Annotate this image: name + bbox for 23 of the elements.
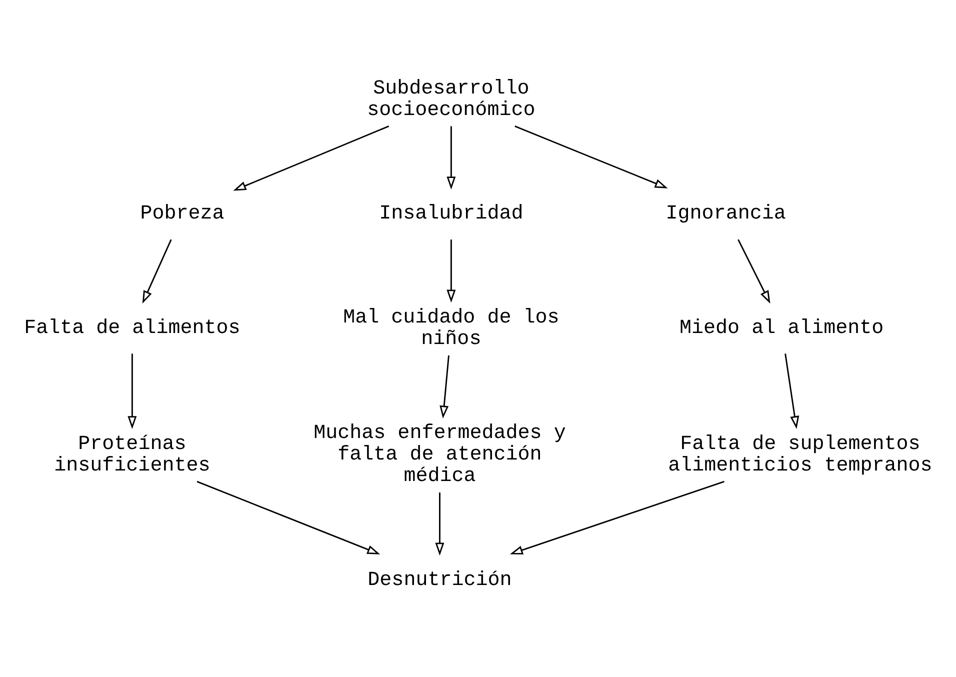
node-text: Desnutrición <box>368 568 512 592</box>
node-text: Falta de suplementos alimenticios tempranos <box>668 432 932 478</box>
node-text: Muchas enfermedades y falta de atención médica <box>314 422 566 488</box>
arrow <box>784 354 800 429</box>
node-text: Pobreza <box>140 202 224 226</box>
arrow <box>738 239 770 304</box>
node-text: Falta de alimentos <box>24 317 240 340</box>
node-text: Mal cuidado de los niños <box>343 306 560 351</box>
node-text: Ignorancia <box>666 202 786 226</box>
arrow <box>233 126 390 191</box>
node-text: Miedo al alimento <box>680 317 884 340</box>
arrow <box>435 492 444 556</box>
node-text: Proteínas insuficientes <box>54 432 210 478</box>
arrow <box>196 480 380 554</box>
arrow <box>510 480 724 554</box>
node-text: Insalubridad <box>379 202 524 226</box>
arrow <box>514 126 668 188</box>
arrow <box>446 240 456 303</box>
arrow <box>440 355 450 419</box>
arrow <box>142 239 172 304</box>
node-text: Subdesarrollo socioeconómico <box>367 77 536 122</box>
arrow <box>446 126 456 190</box>
arrow <box>128 354 137 429</box>
